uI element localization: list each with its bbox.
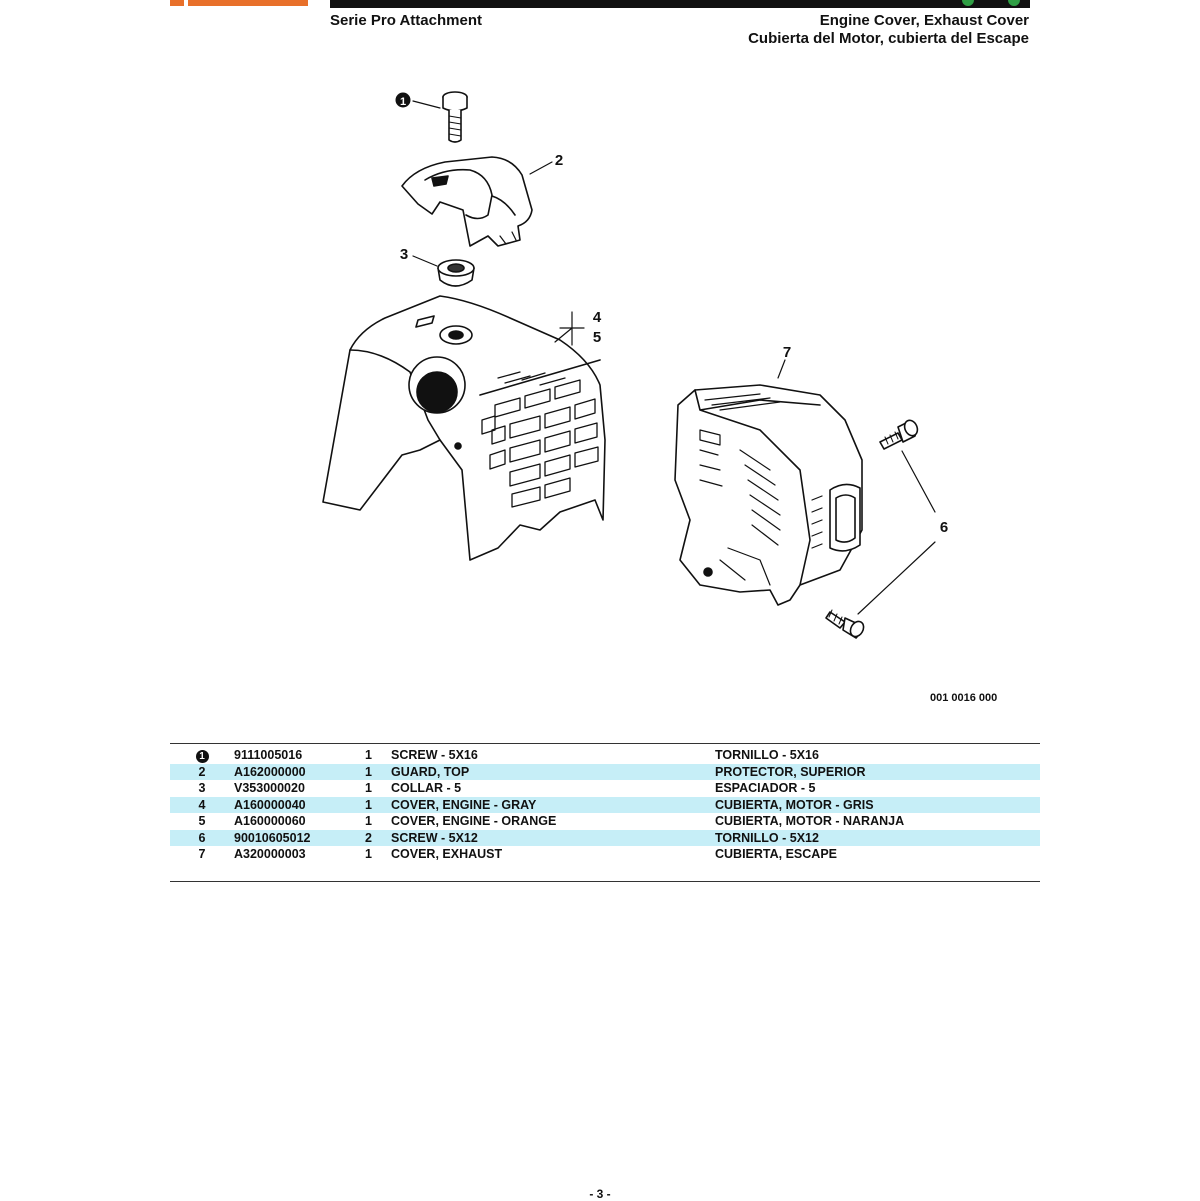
description-english: COVER, ENGINE - ORANGE — [391, 814, 557, 829]
header-bar — [330, 0, 1030, 8]
table-row: 1 9111005016 1 SCREW - 5X16 TORNILLO - 5… — [170, 744, 1040, 764]
screw-5x12-drawing — [879, 419, 919, 450]
ref-number: 3 — [198, 781, 206, 796]
figure-code: 001 0016 000 — [930, 692, 998, 704]
quantity: 1 — [365, 763, 391, 780]
ref-badge: 1 — [195, 749, 209, 763]
callout-6: 6 — [940, 519, 948, 536]
part-number: 90010605012 — [234, 829, 365, 846]
callout-2: 2 — [555, 152, 563, 169]
parts-table: 1 9111005016 1 SCREW - 5X16 TORNILLO - 5… — [170, 743, 1040, 882]
screw-5x16-drawing — [442, 91, 468, 143]
description-spanish: TORNILLO - 5X16 — [715, 748, 819, 763]
callout-1: 1 — [400, 96, 406, 108]
description-english: COVER, EXHAUST — [391, 847, 503, 862]
description-spanish: PROTECTOR, SUPERIOR — [715, 763, 1040, 780]
parts-diagram: 1 2 3 — [322, 91, 948, 639]
page-title: Engine Cover, Exhaust Cover Cubierta del… — [748, 12, 1029, 48]
green-circle-icon — [962, 0, 974, 6]
collar-drawing — [437, 259, 475, 287]
table-row: 5 A160000060 1 COVER, ENGINE - ORANGE CU… — [170, 813, 1040, 830]
table-row: 7 A320000003 1 COVER, EXHAUST CUBIERTA, … — [170, 846, 1040, 863]
part-number: A160000060 — [234, 814, 306, 829]
callout-3: 3 — [400, 246, 408, 263]
quantity: 1 — [365, 847, 372, 862]
description-english: COVER, ENGINE - GRAY — [391, 796, 715, 813]
table-row: 3 V353000020 1 COLLAR - 5 ESPACIADOR - 5 — [170, 780, 1040, 797]
title-english: Engine Cover, Exhaust Cover — [819, 12, 1029, 29]
title-spanish: Cubierta del Motor, cubierta del Escape — [748, 30, 1029, 47]
table-row: 6 90010605012 2 SCREW - 5X12 TORNILLO - … — [170, 829, 1040, 846]
quantity: 1 — [365, 781, 372, 796]
top-guard-drawing — [401, 156, 533, 247]
description-english: GUARD, TOP — [391, 763, 715, 780]
part-number: A320000003 — [234, 847, 306, 862]
screw-5x12-drawing — [825, 609, 865, 639]
callout-7: 7 — [783, 344, 791, 361]
ref-number: 7 — [198, 847, 206, 862]
part-number: 9111005016 — [234, 748, 303, 763]
description-english: SCREW - 5X12 — [391, 829, 715, 846]
green-circle-icon — [1008, 0, 1020, 6]
quantity: 1 — [365, 814, 372, 829]
quantity: 1 — [365, 748, 372, 763]
series-title: Serie Pro Attachment — [330, 12, 482, 29]
page-number: - 3 - — [589, 1187, 611, 1201]
description-english: COLLAR - 5 — [391, 781, 462, 796]
description-spanish: TORNILLO - 5X12 — [715, 829, 1040, 846]
table-spacer-row — [170, 863, 1040, 882]
quantity: 2 — [365, 829, 391, 846]
part-number: V353000020 — [234, 781, 305, 796]
part-number: A160000040 — [234, 796, 365, 813]
description-spanish: CUBIERTA, MOTOR - NARANJA — [715, 814, 905, 829]
exhaust-cover-drawing — [674, 384, 863, 606]
part-number: A162000000 — [234, 763, 365, 780]
ref-number: 5 — [198, 814, 206, 829]
brand-logo — [160, 0, 320, 8]
description-spanish: CUBIERTA, MOTOR - GRIS — [715, 796, 1040, 813]
description-english: SCREW - 5X16 — [391, 748, 478, 763]
ref-number: 6 — [170, 829, 234, 846]
engine-cover-drawing — [322, 295, 606, 561]
ref-number: 2 — [170, 763, 234, 780]
description-spanish: ESPACIADOR - 5 — [715, 781, 816, 796]
quantity: 1 — [365, 796, 391, 813]
table-row: 4 A160000040 1 COVER, ENGINE - GRAY CUBI… — [170, 796, 1040, 813]
callout-5: 5 — [593, 329, 601, 346]
table-row: 2 A162000000 1 GUARD, TOP PROTECTOR, SUP… — [170, 763, 1040, 780]
description-spanish: CUBIERTA, ESCAPE — [715, 847, 838, 862]
ref-cell: 1 — [170, 744, 234, 764]
ref-number: 4 — [170, 796, 234, 813]
callout-4: 4 — [593, 309, 602, 326]
